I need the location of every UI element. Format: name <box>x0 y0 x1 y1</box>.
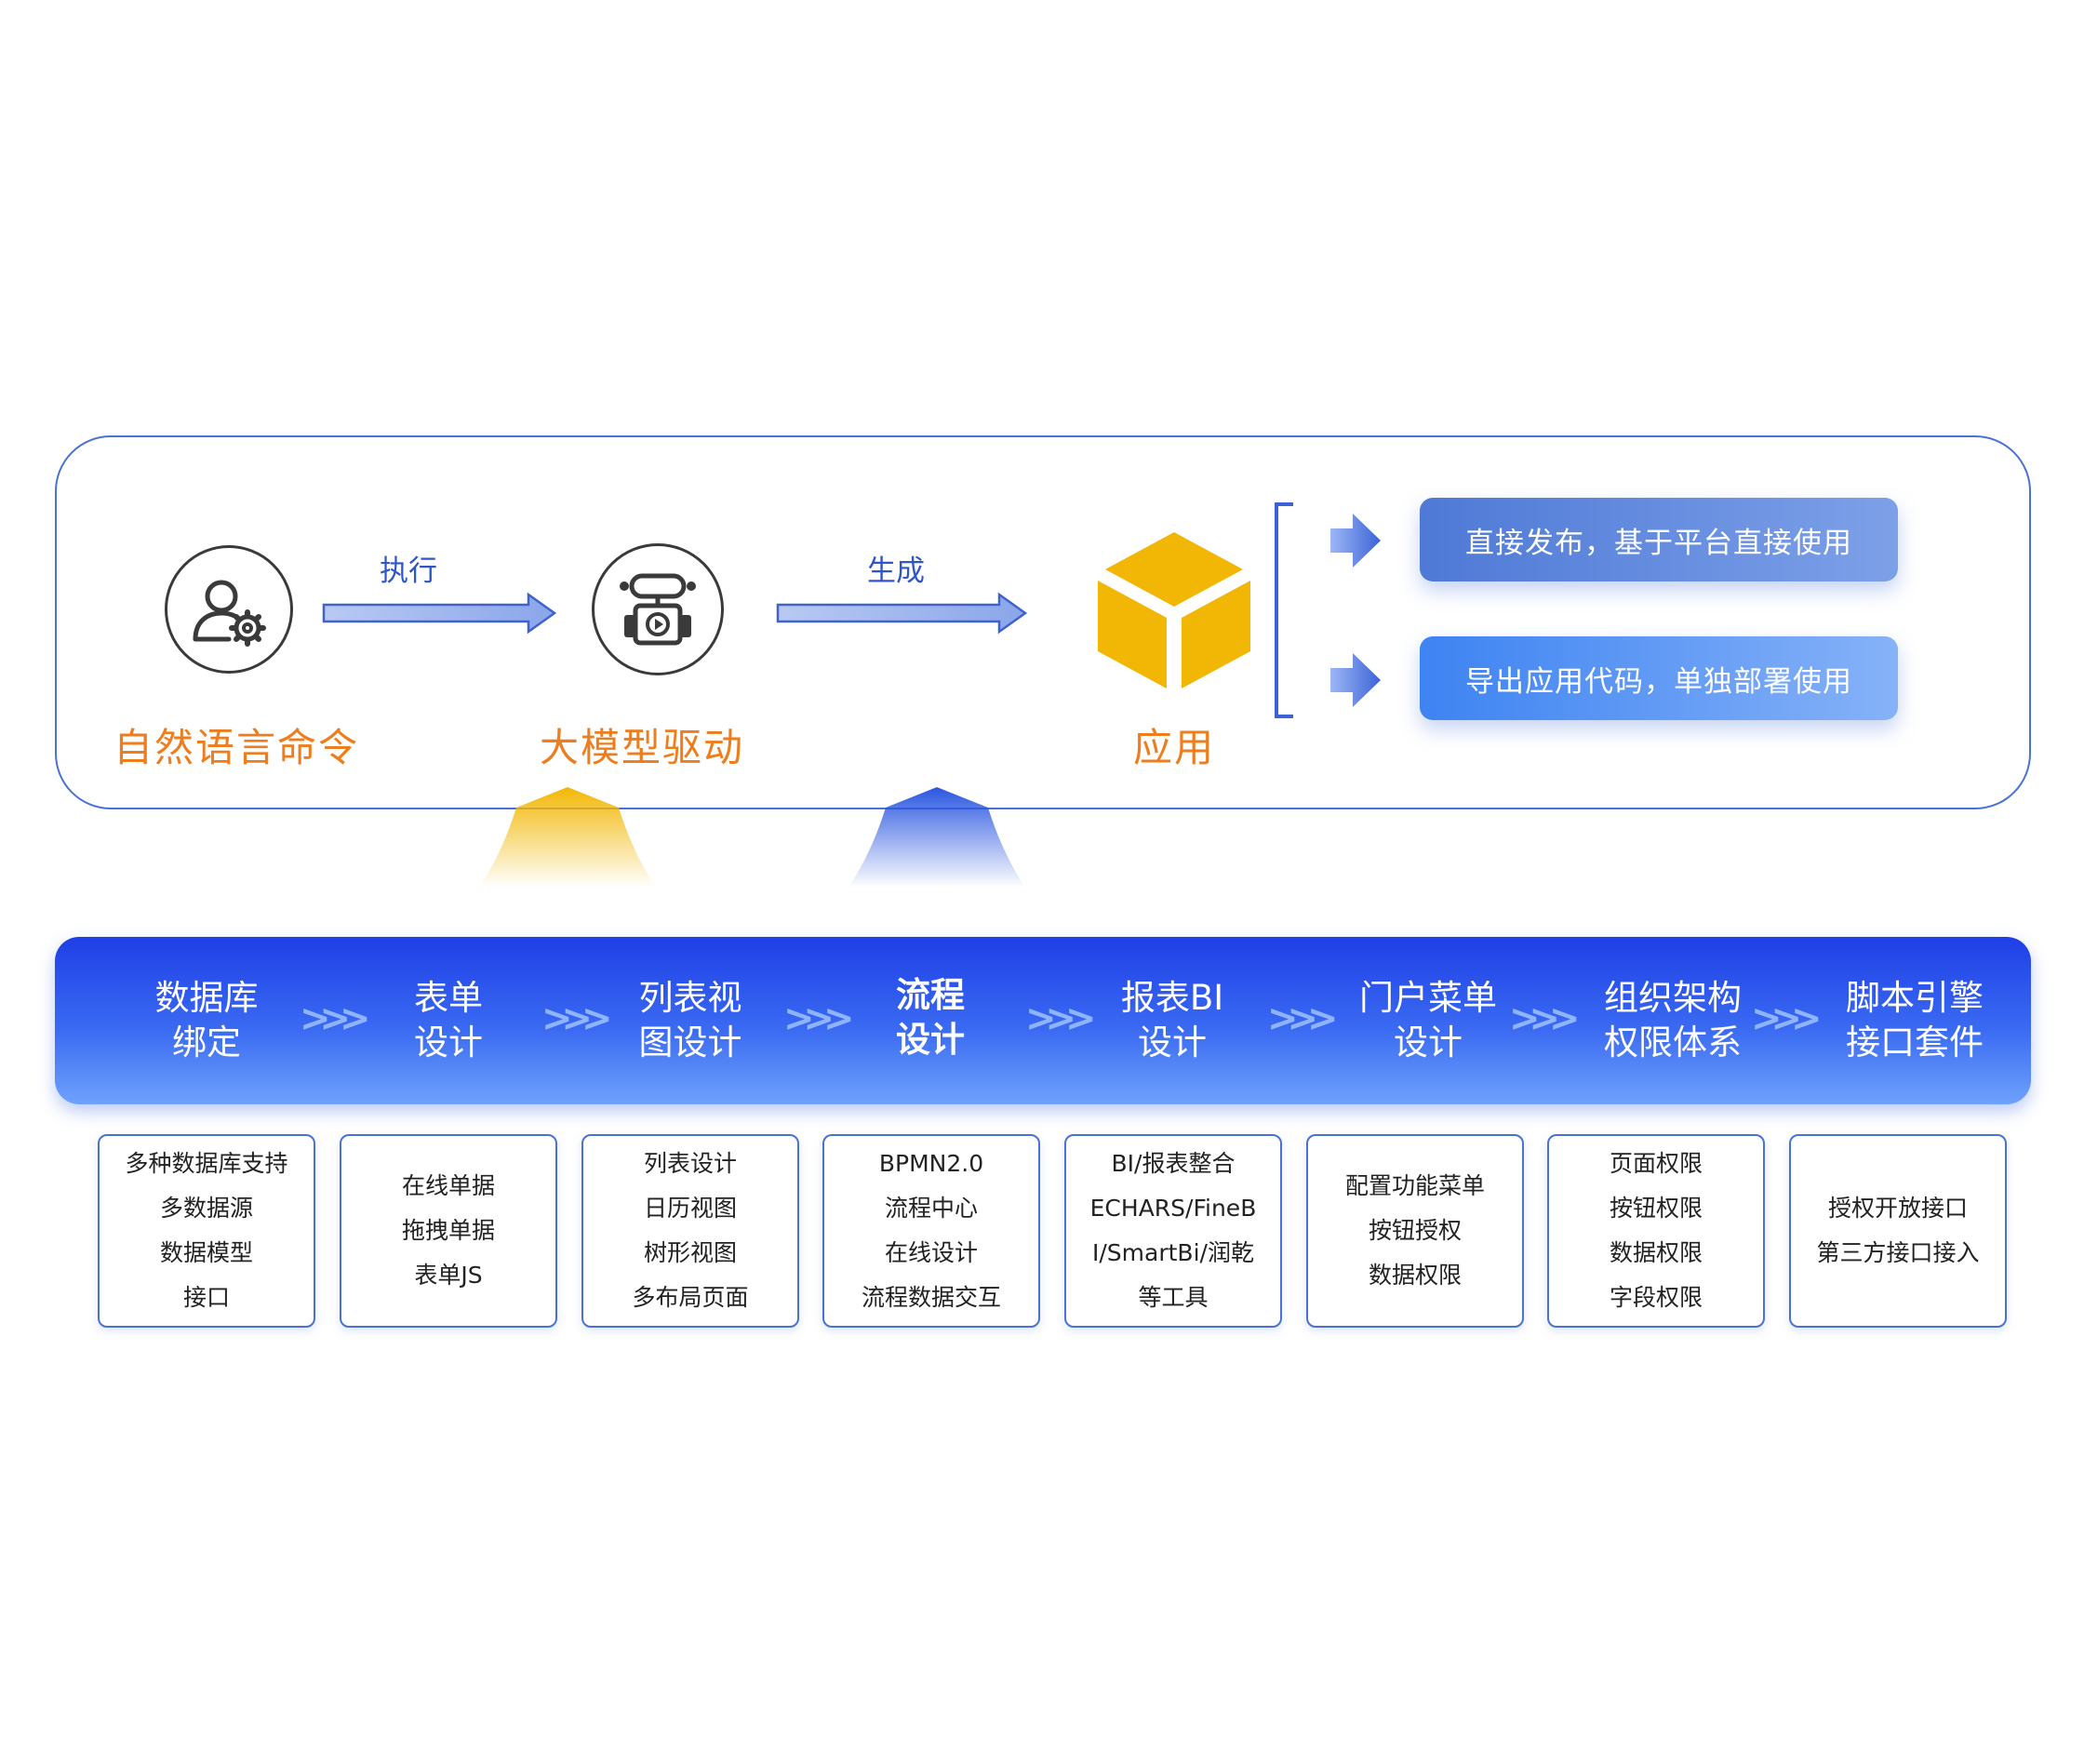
robot-model-icon <box>592 543 724 675</box>
output-arrow-export <box>1330 653 1381 707</box>
nl-command-label: 自然语言命令 <box>114 725 360 770</box>
module-title-form: 表单设计 <box>414 978 483 1062</box>
model-driver-label: 大模型驱动 <box>540 725 745 770</box>
detail-box-list-view: 列表设计 日历视图 树形视图 多布局页面 <box>581 1134 799 1328</box>
module-title-org-permission: 组织架构权限体系 <box>1604 978 1742 1062</box>
app-cube-icon <box>1098 532 1250 688</box>
chevron-right-icon: >>> <box>1509 997 1580 1040</box>
chevron-right-icon: >>> <box>1025 997 1096 1040</box>
output-arrow-publish <box>1330 514 1381 568</box>
chevron-right-icon: >>> <box>1267 997 1338 1040</box>
output-publish-box: 直接发布，基于平台直接使用 <box>1420 498 1898 581</box>
generate-label: 生成 <box>867 555 925 588</box>
detail-box-form: 在线单据 拖拽单据 表单JS <box>340 1134 557 1328</box>
module-title-portal-menu: 门户菜单设计 <box>1359 978 1497 1062</box>
yellow-up-arrow <box>479 787 656 888</box>
chevron-right-icon: >>> <box>1751 997 1822 1040</box>
detail-box-database: 多种数据库支持 多数据源 数据模型 接口 <box>98 1134 315 1328</box>
user-settings-icon <box>165 545 293 674</box>
module-title-script-engine: 脚本引擎接口套件 <box>1846 978 1984 1062</box>
output-export-box: 导出应用代码，单独部署使用 <box>1420 636 1898 720</box>
module-title-workflow: 流程设计 <box>896 975 965 1060</box>
chevron-right-icon: >>> <box>541 997 612 1040</box>
generate-arrow <box>776 592 1028 635</box>
module-band <box>55 937 2031 1104</box>
detail-box-org-permission: 页面权限 按钮权限 数据权限 字段权限 <box>1547 1134 1765 1328</box>
execute-label: 执行 <box>380 555 437 588</box>
chevron-right-icon: >>> <box>783 997 854 1040</box>
detail-box-portal-menu: 配置功能菜单 按钮授权 数据权限 <box>1306 1134 1524 1328</box>
blue-up-arrow <box>848 787 1025 888</box>
chevron-right-icon: >>> <box>300 997 370 1040</box>
module-title-database: 数据库绑定 <box>154 978 259 1062</box>
execute-arrow <box>322 592 557 635</box>
output-bracket <box>1275 502 1293 718</box>
detail-box-report-bi: BI/报表整合 ECHARS/FineB I/SmartBi/润乾 等工具 <box>1064 1134 1282 1328</box>
detail-box-script-engine: 授权开放接口 第三方接口接入 <box>1789 1134 2007 1328</box>
app-label: 应用 <box>1133 725 1216 770</box>
detail-box-workflow: BPMN2.0 流程中心 在线设计 流程数据交互 <box>822 1134 1040 1328</box>
module-title-list-view: 列表视图设计 <box>638 978 742 1062</box>
